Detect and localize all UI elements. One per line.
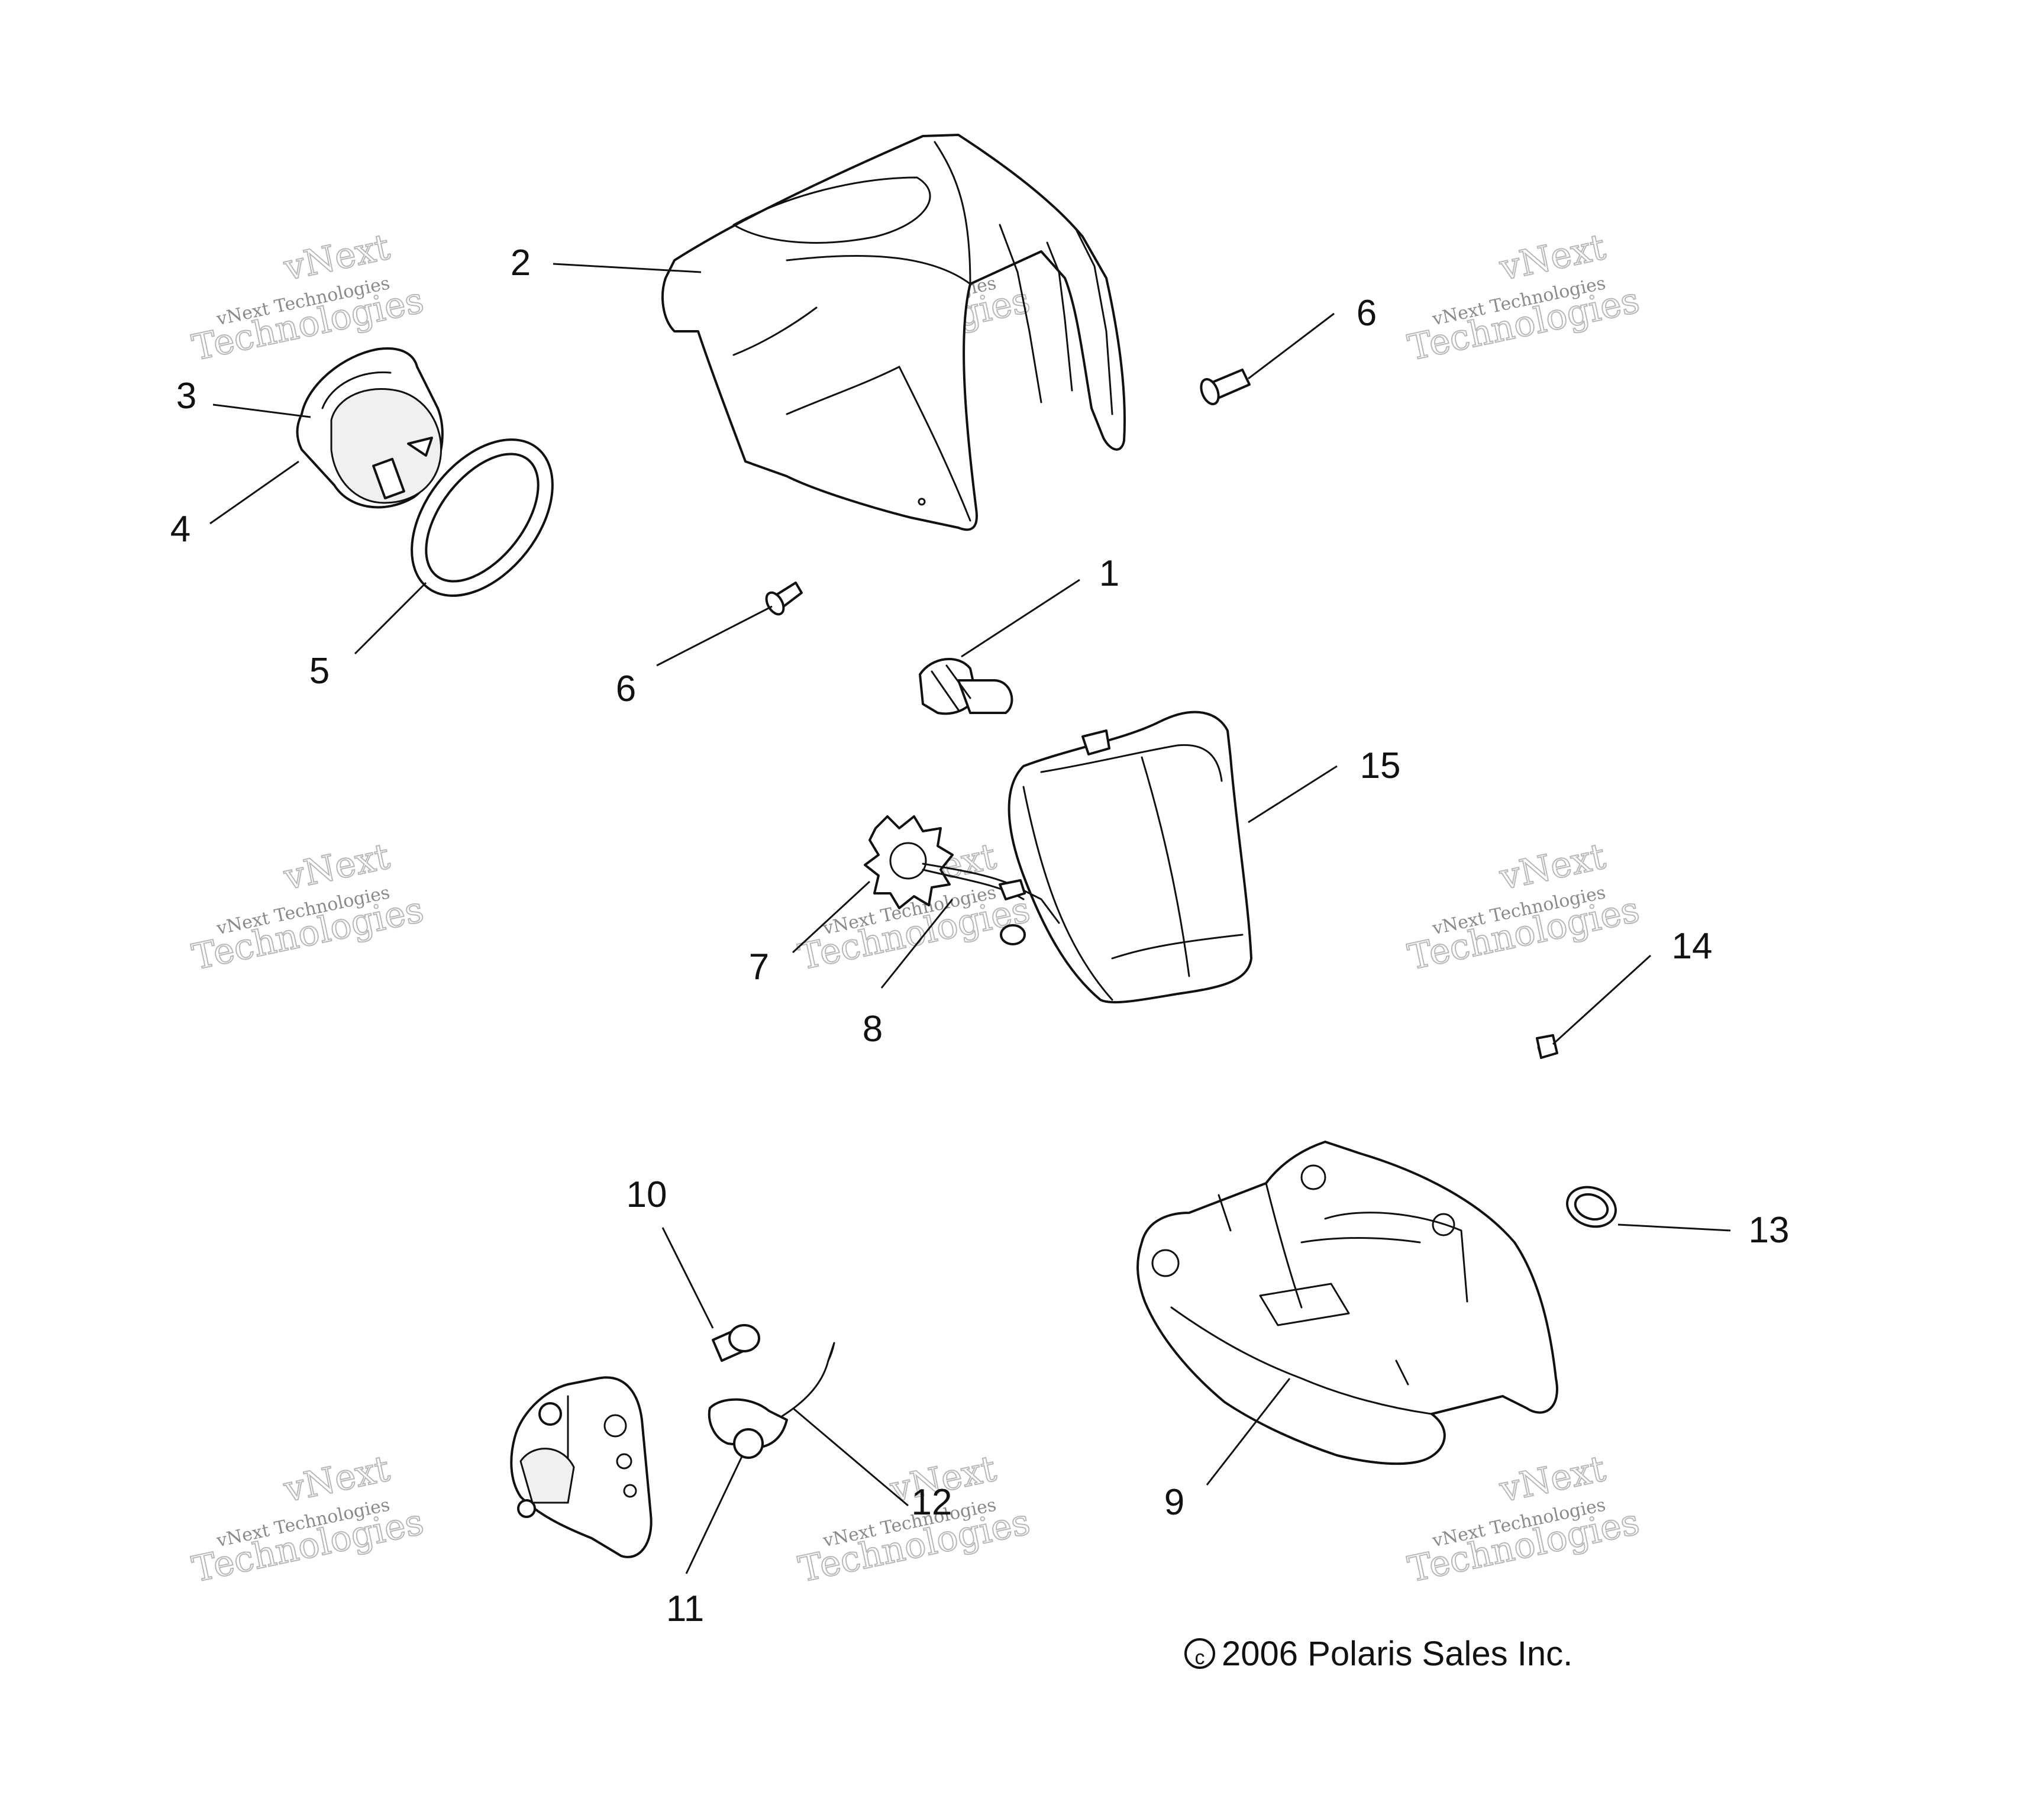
part-13-grommet bbox=[1566, 1186, 1617, 1228]
callout-9: 9 bbox=[1164, 1482, 1184, 1523]
watermark: vNext vNext Technologies Technologies bbox=[188, 225, 428, 369]
callout-labels: 1 2 3 4 5 6 6 7 8 9 10 11 12 13 14 15 bbox=[170, 243, 1790, 1629]
part-1-bulb bbox=[919, 658, 1013, 715]
watermark: vNext vNext Technologies Technologies bbox=[1404, 1447, 1643, 1591]
part-6-screw-upper bbox=[1200, 369, 1251, 405]
watermark: vNext vNext Technologies Technologies bbox=[188, 1447, 428, 1591]
part-10-bolt bbox=[712, 1324, 760, 1362]
callout-14: 14 bbox=[1672, 926, 1713, 967]
callout-6-upper: 6 bbox=[1357, 293, 1377, 334]
callout-5: 5 bbox=[309, 651, 330, 692]
part-9-lower-pod bbox=[1136, 1141, 1558, 1465]
callout-10: 10 bbox=[627, 1174, 667, 1215]
part-7-8-socket-harness bbox=[864, 815, 1060, 945]
callout-6-lower: 6 bbox=[616, 669, 636, 709]
callout-1: 1 bbox=[1099, 553, 1119, 594]
part-6-screw-lower bbox=[765, 582, 803, 616]
watermark: vNext vNext Technologies Technologies bbox=[1404, 835, 1643, 979]
callout-4: 4 bbox=[170, 509, 190, 550]
callout-2: 2 bbox=[511, 243, 531, 283]
callout-7: 7 bbox=[749, 947, 769, 987]
copyright-symbol-letter-icon: c bbox=[1195, 1646, 1205, 1669]
part-11-12-sensor bbox=[708, 1342, 835, 1459]
part-14-clip bbox=[1536, 1034, 1558, 1059]
callout-15: 15 bbox=[1360, 745, 1401, 786]
watermark: vNext vNext Technologies Technologies bbox=[795, 1447, 1034, 1591]
callout-8: 8 bbox=[863, 1009, 883, 1050]
part-5-ring bbox=[411, 438, 554, 597]
part-15-headlight bbox=[1008, 711, 1252, 1004]
part-2-upper-cover bbox=[661, 134, 1126, 531]
copyright-text: 2006 Polaris Sales Inc. bbox=[1222, 1635, 1572, 1673]
copyright-symbol-icon bbox=[1184, 1638, 1215, 1669]
part-3-4-switch bbox=[296, 347, 444, 509]
bracket-assembly bbox=[510, 1376, 653, 1558]
callout-3: 3 bbox=[176, 376, 196, 416]
callout-12: 12 bbox=[912, 1482, 952, 1523]
watermark: vNext vNext Technologies Technologies bbox=[188, 835, 428, 979]
callout-11: 11 bbox=[666, 1588, 704, 1629]
watermark: vNext vNext Technologies Technologies bbox=[1404, 225, 1643, 369]
leader-lines bbox=[209, 263, 1731, 1574]
copyright-notice: c 2006 Polaris Sales Inc. bbox=[1184, 1635, 1572, 1673]
callout-13: 13 bbox=[1749, 1210, 1790, 1251]
